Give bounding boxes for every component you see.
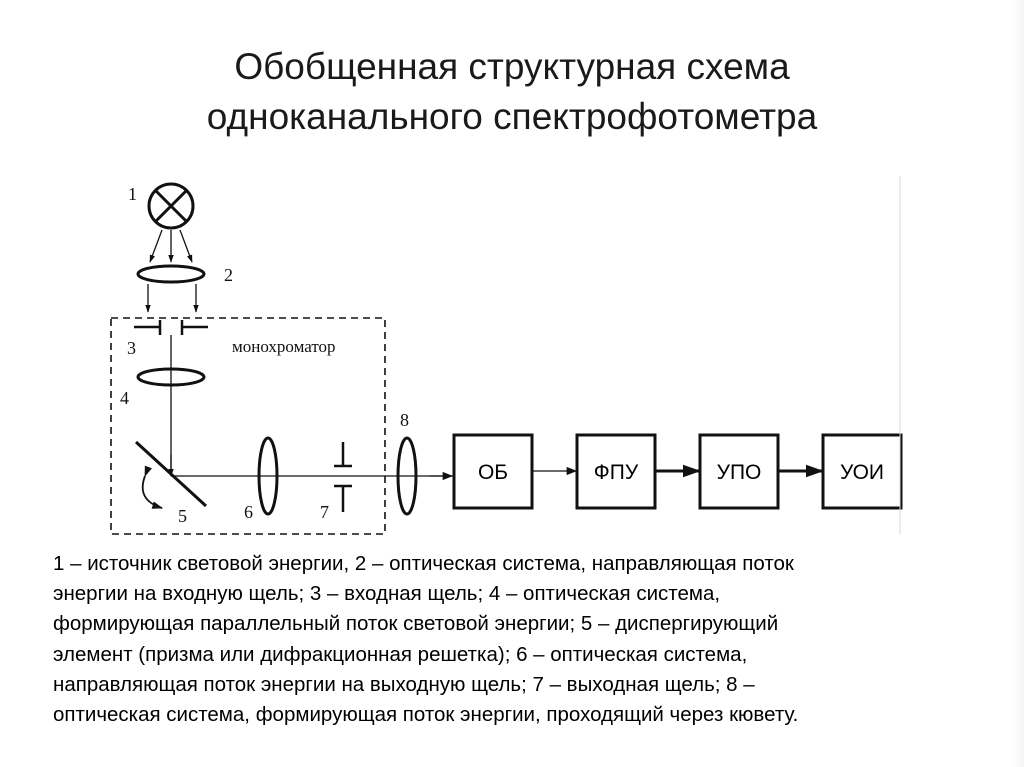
diagram-caption: 1 – источник световой энергии, 2 – оптич… bbox=[53, 549, 1013, 730]
label-7: 7 bbox=[320, 502, 329, 522]
caption-line-2: энергии на входную щель; 3 – входная щел… bbox=[53, 582, 721, 606]
block-ob bbox=[452, 433, 534, 510]
rotation-arrow-icon bbox=[141, 465, 164, 509]
page-title: Обобщенная структурная схема одноканальн… bbox=[0, 42, 1024, 142]
dispersing-element-icon bbox=[134, 440, 208, 508]
label-2: 2 bbox=[224, 265, 233, 285]
block-fpu bbox=[575, 433, 657, 510]
label-4: 4 bbox=[120, 388, 129, 408]
block-uoi-label: УОИ bbox=[840, 461, 884, 484]
light-source-icon bbox=[147, 182, 195, 230]
caption-line-4: элемент (призма или дифракционная решетк… bbox=[53, 642, 748, 666]
block-uoi bbox=[821, 433, 903, 510]
lens-6-icon bbox=[257, 436, 279, 516]
monochromator-box bbox=[110, 317, 386, 535]
source-rays bbox=[149, 229, 193, 263]
block-upo bbox=[698, 433, 780, 510]
block-upo-label: УПО bbox=[717, 461, 762, 484]
title-line-1: Обобщенная структурная схема bbox=[234, 46, 790, 87]
label-5: 5 bbox=[178, 506, 187, 526]
caption-line-5: направляющая поток энергии на выходную щ… bbox=[53, 672, 755, 696]
label-3: 3 bbox=[127, 338, 136, 358]
lens-2-icon bbox=[136, 264, 206, 284]
caption-line-3: формирующая параллельный поток световой … bbox=[53, 612, 779, 636]
lens-8-icon bbox=[396, 436, 418, 516]
slide-edge bbox=[1010, 0, 1024, 767]
caption-line-1: 1 – источник световой энергии, 2 – оптич… bbox=[53, 552, 794, 575]
block-ob-label: ОБ bbox=[478, 461, 508, 484]
spectrophotometer-diagram: 1 2 монохроматор 3 4 5 6 bbox=[110, 176, 903, 535]
exit-slit-icon bbox=[334, 442, 352, 512]
block-fpu-label: ФПУ bbox=[594, 461, 639, 484]
entrance-slit-icon bbox=[134, 320, 208, 335]
label-6: 6 bbox=[244, 502, 253, 522]
label-8: 8 bbox=[400, 410, 409, 430]
caption-line-6: оптическая система, формирующая поток эн… bbox=[53, 703, 799, 727]
monochromator-label: монохроматор bbox=[232, 337, 336, 356]
focusing-rays bbox=[145, 284, 199, 313]
title-line-2: одноканального спектрофотометра bbox=[206, 96, 818, 137]
label-1: 1 bbox=[128, 184, 137, 204]
